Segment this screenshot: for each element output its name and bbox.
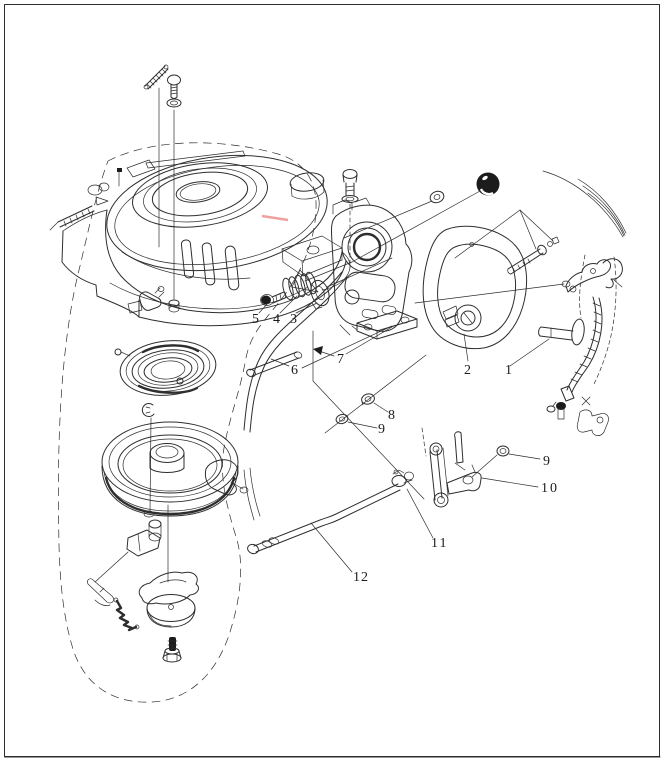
mount-bracket-part7 [351,310,418,340]
nut-washer-pair [335,393,375,425]
bracket-bolt-icon [341,169,359,203]
lock-lever-cluster [414,258,623,304]
top-fasteners [143,64,182,300]
rope-anchor-part2 [442,304,482,332]
callout-label: 12 [353,570,369,585]
cam-disc-icon [146,594,196,628]
arrow-pointer-icon [95,196,109,206]
rod-swivel-part11 [391,469,414,487]
coil-spring-icon [113,597,140,632]
callout-label: 10 [541,481,559,496]
callout-label: 3 [290,312,297,327]
washer-icon [166,98,182,108]
bolt-icon [167,74,181,99]
small-bolt-icon [556,402,566,420]
callout-label: 6 [291,363,298,378]
center-bolt-icon [162,637,182,663]
hex-bolt-icon [168,299,180,313]
callout-label: 2 [464,363,471,378]
long-bolt-and-nut [454,209,560,275]
hook-bracket-icon [576,409,609,436]
arrowhead-icon [313,346,323,355]
recoil-spiral-spring [114,340,217,396]
tension-spring-icon [143,64,169,90]
lock-lever-wire-icon [87,578,114,606]
small-screw-icon [117,168,122,172]
starter-handle [422,225,528,350]
page-border [4,4,660,757]
callout-label: 7 [337,352,344,367]
pawl-and-friction-parts [87,519,199,663]
assembly-connector-lines [312,330,427,500]
flywheel-arc [542,170,627,238]
twisted-rope-and-hook [546,254,617,436]
handle-bracket-plate [331,169,413,336]
handle-knob [476,172,500,196]
callout-label: 9 [543,454,550,469]
callout-label: 5 [252,312,259,327]
callout-label: 4 [273,312,280,327]
screw-spring-washer-row [260,257,393,310]
pink-highlight-mark [261,214,289,222]
washer-part3-icon [310,279,330,310]
elbow-fitting-icon [127,286,165,314]
leader-knob [351,190,481,263]
callout-leader-lines [258,295,550,573]
callout-label: 1 [505,363,512,378]
starter-pulley [101,421,249,583]
ratchet-pawl-icon [126,519,162,557]
cowl-dashed-outline [58,142,317,703]
lock-rod-part12 [247,483,401,555]
callout-labels: 1 2 3 4 5 6 7 8 9 9 10 11 12 [252,312,559,585]
starter-housing [49,150,351,327]
leader-grommet [343,200,433,239]
starter-rope [243,271,348,521]
roller-pin-part6 [246,351,303,378]
callout-label: 9 [378,422,385,437]
lever-linkage [429,431,510,508]
friction-plate-icon [138,571,199,605]
callout-label: 8 [388,408,395,423]
rope-grommet-icon [429,190,445,204]
spring-part4-icon [282,271,317,301]
spring-pin-part1 [538,318,585,346]
callout-label: 11 [431,536,448,551]
